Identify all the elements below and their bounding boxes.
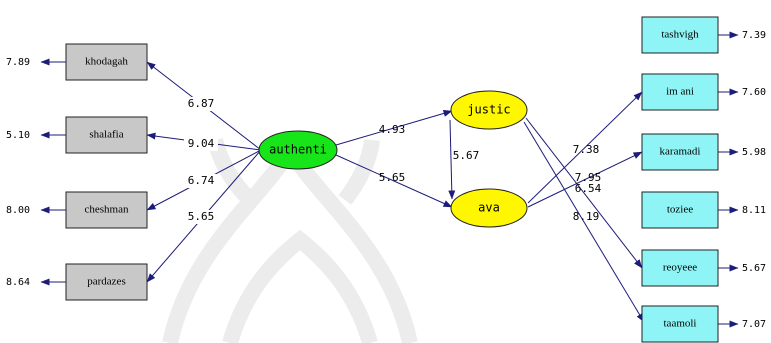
error-value-toziee: 8.11 [742,205,766,216]
error-value-cheshman: 8.00 [6,205,30,216]
path-value-justic-ava: 5.67 [453,149,480,162]
error-value-taamoli: 7.07 [742,319,766,330]
error-value-pardazes: 8.64 [6,277,30,288]
error-value-khodagah: 7.89 [6,57,30,68]
latent-label-justic: justic [467,103,510,117]
error-value-karamadi: 5.98 [742,147,766,158]
path-value-authenti-justic: 4.93 [379,123,406,136]
path-value-bg [184,97,218,111]
path-value-cheshman: 6.74 [188,174,215,187]
indicator-label-imani: im ani [666,86,694,98]
error-value-shalafia: 5.10 [6,130,30,141]
watermark-rosette [162,134,418,343]
indicator-label-pardazes: pardazes [87,276,125,288]
indicator-box-khodagah [65,43,148,81]
path-arrow-authenti-ava [335,154,453,208]
path-value-bg [184,210,218,224]
indicator-box-shalafia [65,116,148,154]
cross-arrow-ava-karamadi [527,151,643,208]
latent-justic [450,90,528,130]
path-value-authenti-ava: 5.65 [379,171,406,184]
indicator-label-tashvigh: tashvigh [661,29,699,41]
indicator-label-cheshman: cheshman [85,204,129,216]
latent-ava [450,188,528,228]
error-value-tashvigh: 7.39 [742,30,766,41]
indicator-box-reoyeee [641,249,719,287]
cross-arrow-ava-imani [527,91,643,204]
indicator-label-reoyeee: reoyeee [663,262,697,274]
path-value-bg [184,174,218,188]
path-arrow-justic-ava [448,119,456,200]
indicator-box-pardazes [65,263,148,301]
indicator-box-cheshman [65,191,148,229]
path-value-ava-karamadi: 7.95 [575,171,602,184]
path-value-ava-imani: 7.38 [573,143,600,156]
indicator-box-toziee [641,191,719,229]
indicator-label-toziee: toziee [667,204,693,216]
path-value-justic-reoyeee: 6.54 [575,182,602,195]
path-arrow-authenti-justic [335,110,453,146]
path-value-shalafia: 9.04 [188,137,215,150]
indicator-box-tashvigh [641,16,719,54]
path-value-bg [184,137,218,151]
indicator-label-karamadi: karamadi [660,146,701,158]
path-value-justic-taamoli: 8.19 [573,210,600,223]
indicator-box-taamoli [641,305,719,343]
indicator-box-imani [641,73,719,111]
indicator-label-taamoli: taamoli [664,318,697,330]
indicator-box-karamadi [641,133,719,171]
cross-arrow-justic-taamoli [523,121,645,323]
indicator-label-khodagah: khodagah [85,56,128,68]
error-value-reoyeee: 5.67 [742,263,766,274]
cross-arrow-justic-reoyeee [525,117,643,269]
latent-authenti [258,130,338,170]
latent-label-authenti: authenti [269,143,327,157]
indicator-label-shalafia: shalafia [89,129,123,141]
latent-label-ava: ava [478,201,500,215]
path-value-khodagah: 6.87 [188,97,215,110]
path-value-pardazes: 5.65 [188,210,215,223]
error-value-imani: 7.60 [742,87,766,98]
